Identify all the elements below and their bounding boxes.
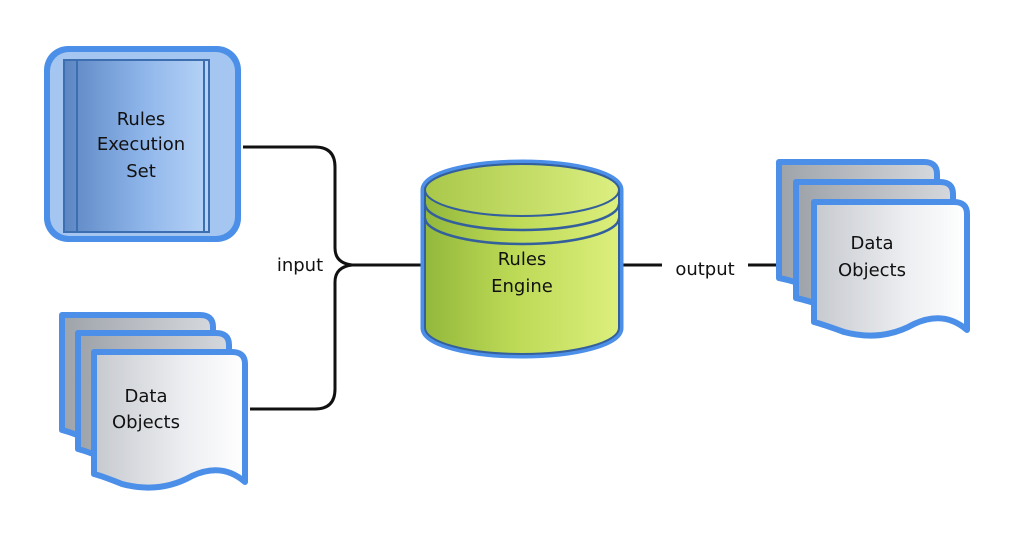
output-label: output [675, 259, 734, 280]
rules-set-label-line-1: Rules [117, 109, 166, 130]
rules-engine-node[interactable]: Rules Engine [420, 159, 624, 359]
engine-ring-1 [423, 203, 621, 232]
data-objects-input-label-line-2: Objects [112, 412, 180, 433]
rules-set-label-line-2: Execution [97, 134, 185, 155]
data-objects-output-node[interactable]: Data Objects [776, 159, 970, 339]
output-connector: output [622, 255, 778, 281]
input-label-bg [269, 252, 331, 278]
engine-cylinder-top [424, 163, 620, 217]
rules-set-body [63, 59, 210, 233]
output-label-bg [662, 255, 748, 281]
data-objects-input-node[interactable]: Data Objects [59, 312, 248, 491]
rules-engine-label-line-2: Engine [491, 276, 553, 297]
input-connector: input [243, 145, 428, 411]
connector-line-data-input [250, 263, 353, 411]
input-label: input [277, 255, 323, 276]
data-objects-output-label-line-1: Data [851, 233, 894, 254]
rules-execution-set-node[interactable]: Rules Execution Set [44, 46, 241, 242]
data-objects-output-label-line-2: Objects [838, 260, 906, 281]
doc-sheet-front [91, 349, 248, 491]
doc-sheet-front [811, 199, 970, 339]
rules-set-label-line-3: Set [126, 161, 156, 182]
data-objects-input-label-line-1: Data [125, 386, 168, 407]
rules-engine-label-line-1: Rules [498, 249, 547, 270]
connector-line-rules-set [243, 145, 353, 267]
engine-ring-2 [423, 217, 621, 246]
